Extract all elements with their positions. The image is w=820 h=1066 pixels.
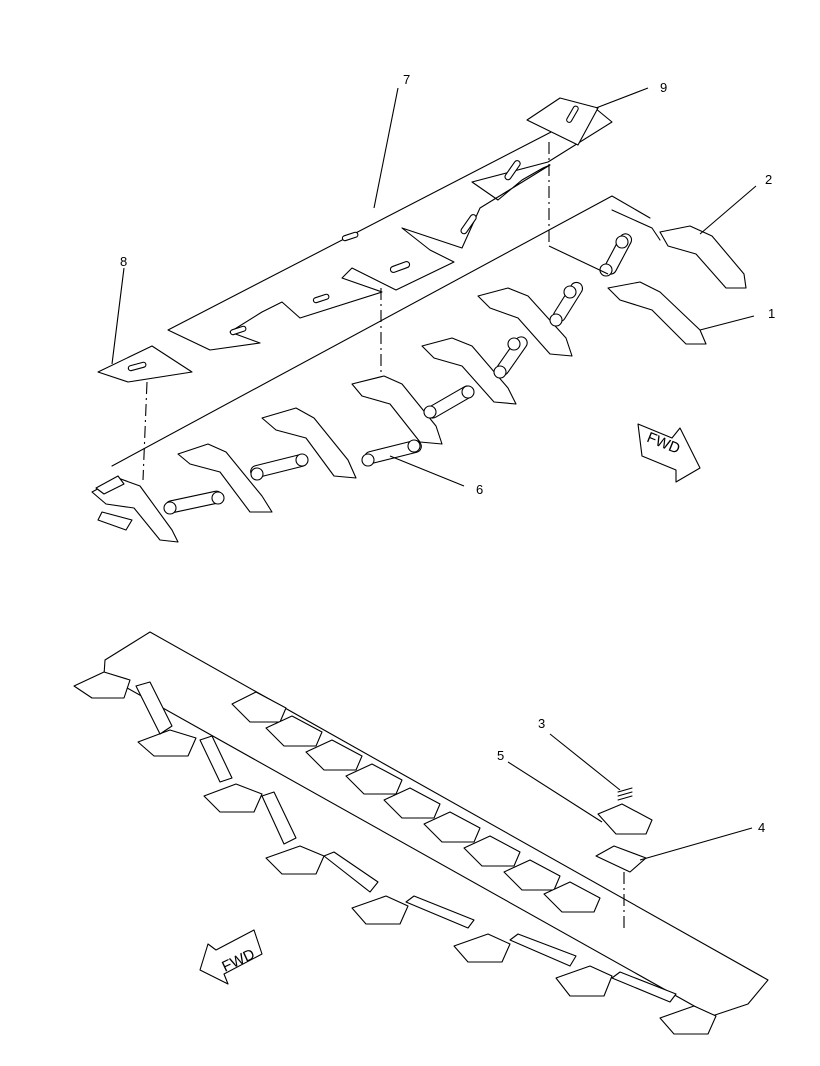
leader-4 xyxy=(639,827,753,861)
insert-blocks xyxy=(231,691,601,913)
fwd-arrow-top: FWD xyxy=(637,423,701,483)
leader-1 xyxy=(699,315,755,331)
link-chain-top xyxy=(163,233,633,515)
link-3 xyxy=(361,439,422,467)
callout-5: 5 xyxy=(497,748,504,763)
callout-6: 6 xyxy=(476,482,483,497)
callout-labels: 7 9 2 8 1 6 3 5 4 xyxy=(120,72,775,835)
link-1 xyxy=(163,490,225,515)
callout-3: 3 xyxy=(538,716,545,731)
plate-slots xyxy=(229,160,521,336)
link-6 xyxy=(549,281,584,327)
leader-9 xyxy=(595,87,649,109)
leader-6 xyxy=(389,455,465,487)
part-5-block xyxy=(597,803,653,835)
cutting-bar-outline xyxy=(111,195,651,467)
leader-3 xyxy=(549,733,621,791)
callout-4: 4 xyxy=(758,820,765,835)
callout-2: 2 xyxy=(765,172,772,187)
leader-7 xyxy=(373,87,399,209)
bottom-installed-assembly: FWD xyxy=(73,631,769,1035)
link-5 xyxy=(493,336,528,379)
leader-8 xyxy=(111,267,125,365)
cutting-bar-edge xyxy=(611,209,661,241)
part-4-clip xyxy=(595,845,647,873)
link-4 xyxy=(423,385,475,419)
link-2 xyxy=(250,453,309,481)
link-7 xyxy=(599,233,633,277)
leader-2 xyxy=(699,185,757,235)
guard-teeth-bottom xyxy=(73,671,717,1035)
callout-8: 8 xyxy=(120,254,127,269)
callout-9: 9 xyxy=(660,80,667,95)
assembly-line-8 xyxy=(142,381,148,481)
shim-plate-9 xyxy=(526,97,599,146)
shim-plate-8 xyxy=(97,345,193,383)
wear-strip-plate xyxy=(167,107,613,351)
link-chain-bottom xyxy=(135,681,677,1003)
top-exploded-assembly: FWD xyxy=(91,87,757,543)
fwd-arrow-bottom: FWD xyxy=(199,929,263,985)
guard-teeth-top xyxy=(91,225,747,543)
callout-7: 7 xyxy=(403,72,410,87)
leader-5 xyxy=(507,761,603,823)
callout-1: 1 xyxy=(768,306,775,321)
part-3-spring xyxy=(617,787,633,801)
